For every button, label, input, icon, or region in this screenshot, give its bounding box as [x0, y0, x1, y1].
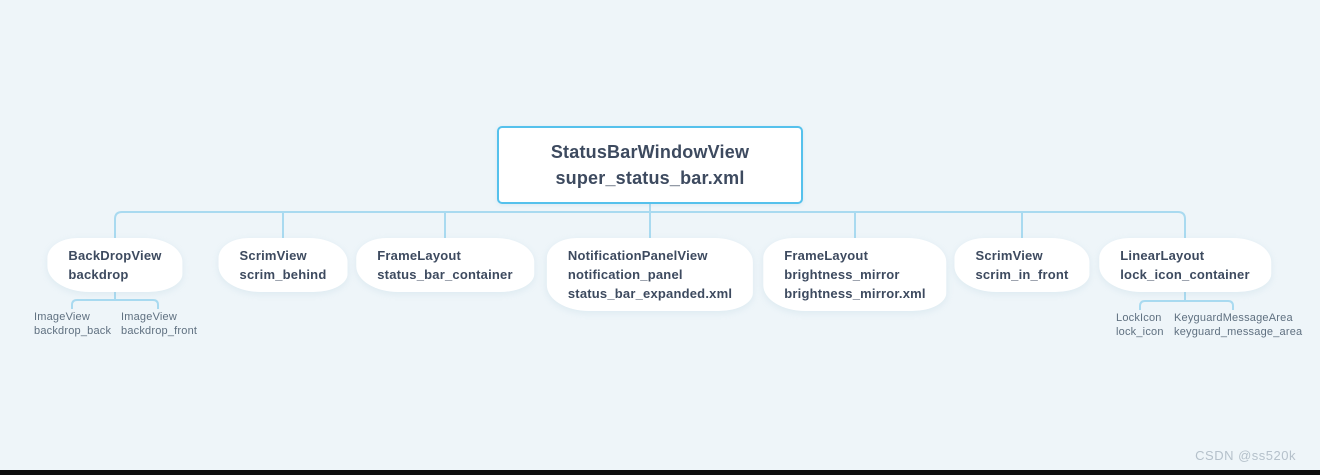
view-id: backdrop_back: [34, 325, 112, 337]
view-id: backdrop: [68, 267, 129, 282]
view-id: brightness_mirror: [784, 267, 900, 282]
leaf-backdrop-back: ImageView backdrop_back: [34, 310, 111, 338]
layout-xml: brightness_mirror.xml: [784, 286, 926, 301]
root-view-class: StatusBarWindowView: [550, 142, 750, 162]
node-brightness-mirror: FrameLayout brightness_mirror brightness…: [763, 238, 947, 311]
view-class: ScrimView: [975, 248, 1043, 263]
connector-bus: [114, 211, 1186, 240]
connector-lock-bar: [1139, 300, 1234, 310]
view-id: backdrop_front: [121, 325, 198, 337]
view-class: FrameLayout: [377, 248, 462, 263]
view-class: FrameLayout: [784, 248, 869, 263]
leaf-backdrop-front: ImageView backdrop_front: [121, 310, 197, 338]
bottom-bar: [0, 470, 1320, 475]
view-class: ImageView: [121, 311, 178, 323]
node-status-bar-container: FrameLayout status_bar_container: [356, 238, 534, 292]
view-id: notification_panel: [567, 267, 683, 282]
view-id: keyguard_message_area: [1174, 326, 1303, 338]
leaf-keyguard-message-area: KeyguardMessageArea keyguard_message_are…: [1174, 311, 1302, 339]
view-class: ScrimView: [239, 248, 307, 263]
view-id: scrim_behind: [239, 267, 327, 282]
node-notification-panel: NotificationPanelView notification_panel…: [546, 238, 754, 311]
node-scrim-in-front: ScrimView scrim_in_front: [954, 238, 1090, 292]
layout-xml: status_bar_expanded.xml: [567, 286, 733, 301]
connector-backdrop-bar: [71, 299, 159, 309]
node-lock-icon-container: LinearLayout lock_icon_container: [1099, 238, 1271, 292]
view-class: BackDropView: [68, 248, 162, 263]
view-class: ImageView: [34, 311, 91, 323]
view-id: scrim_in_front: [975, 267, 1069, 282]
view-class: LockIcon: [1116, 312, 1162, 324]
watermark: CSDN @ss520k: [1195, 448, 1296, 463]
view-id: status_bar_container: [377, 267, 513, 282]
node-scrim-behind: ScrimView scrim_behind: [218, 238, 348, 292]
root-node: StatusBarWindowView super_status_bar.xml: [497, 126, 803, 204]
view-id: lock_icon_container: [1120, 267, 1250, 282]
view-id: lock_icon: [1116, 326, 1164, 338]
view-class: NotificationPanelView: [567, 248, 708, 263]
root-layout-xml: super_status_bar.xml: [555, 168, 745, 188]
leaf-lock-icon: LockIcon lock_icon: [1116, 311, 1164, 339]
node-backdrop: BackDropView backdrop: [47, 238, 183, 292]
view-class: LinearLayout: [1120, 248, 1205, 263]
view-class: KeyguardMessageArea: [1174, 312, 1293, 324]
